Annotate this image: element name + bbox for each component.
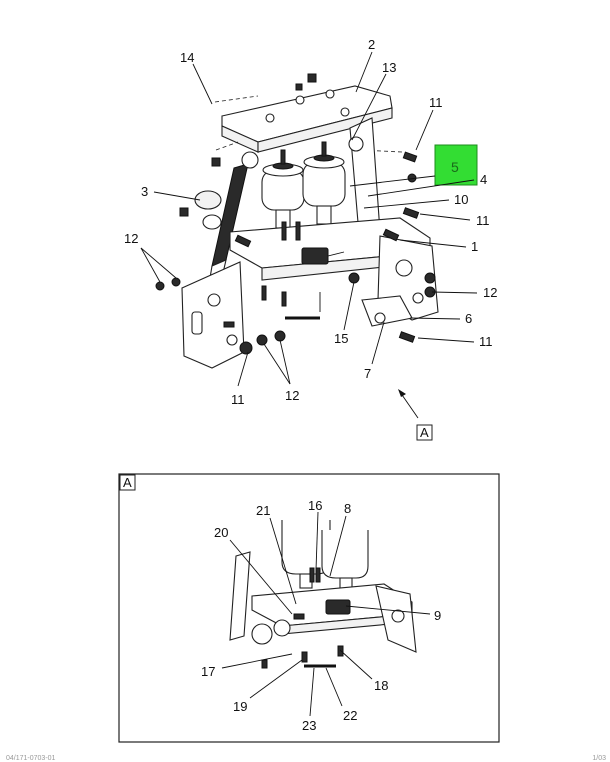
callout-7: 7 — [364, 366, 371, 381]
callout-23: 23 — [302, 718, 316, 733]
bumper — [194, 190, 222, 210]
callout-11-top: 11 — [429, 95, 443, 110]
callout-6: 6 — [465, 311, 472, 326]
callout-19: 19 — [233, 699, 247, 714]
main-callouts: 14 2 13 11 5 4 3 10 11 1 12 12 6 11 15 7… — [124, 37, 497, 440]
leader-lines — [140, 51, 478, 387]
view-label-a: A — [420, 425, 429, 440]
callout-10: 10 — [454, 192, 468, 207]
callout-2: 2 — [368, 37, 375, 52]
height-control-valve — [301, 247, 329, 265]
callout-1: 1 — [471, 239, 478, 254]
fasteners — [155, 73, 436, 355]
air-spring-right — [302, 141, 346, 225]
callout-15: 15 — [334, 331, 348, 346]
callout-18: 18 — [374, 678, 388, 693]
callout-5: 5 — [451, 159, 459, 175]
air-spring-left — [261, 149, 305, 229]
callout-4: 4 — [480, 172, 487, 187]
callout-22: 22 — [343, 708, 357, 723]
callout-11-lower: 11 — [231, 392, 245, 407]
callout-17: 17 — [201, 664, 215, 679]
footer-right: 1/03 — [592, 755, 606, 762]
highlight-box-5[interactable] — [434, 144, 478, 186]
callout-21: 21 — [256, 503, 270, 518]
callout-11-bottom: 11 — [479, 334, 493, 349]
callout-14: 14 — [180, 50, 194, 65]
callout-12-left: 12 — [124, 231, 138, 246]
left-side-bracket — [181, 261, 245, 369]
callout-12-right: 12 — [483, 285, 497, 300]
callout-20: 20 — [214, 525, 228, 540]
detail-view-a: A 21 16 — [118, 473, 500, 743]
footer-left: 04/171-0703-01 — [6, 755, 56, 762]
detail-frame — [118, 473, 500, 743]
callout-11-mid: 11 — [476, 213, 490, 228]
callout-16: 16 — [308, 498, 322, 513]
view-arrow — [399, 391, 419, 419]
callout-8: 8 — [344, 501, 351, 516]
callout-13: 13 — [382, 60, 396, 75]
callout-3: 3 — [141, 184, 148, 199]
detail-label-a: A — [123, 475, 132, 490]
callout-12-lower: 12 — [285, 388, 299, 403]
callout-9: 9 — [434, 608, 441, 623]
main-assembly: 14 2 13 11 5 4 3 10 11 1 12 12 6 11 15 7… — [124, 37, 497, 441]
